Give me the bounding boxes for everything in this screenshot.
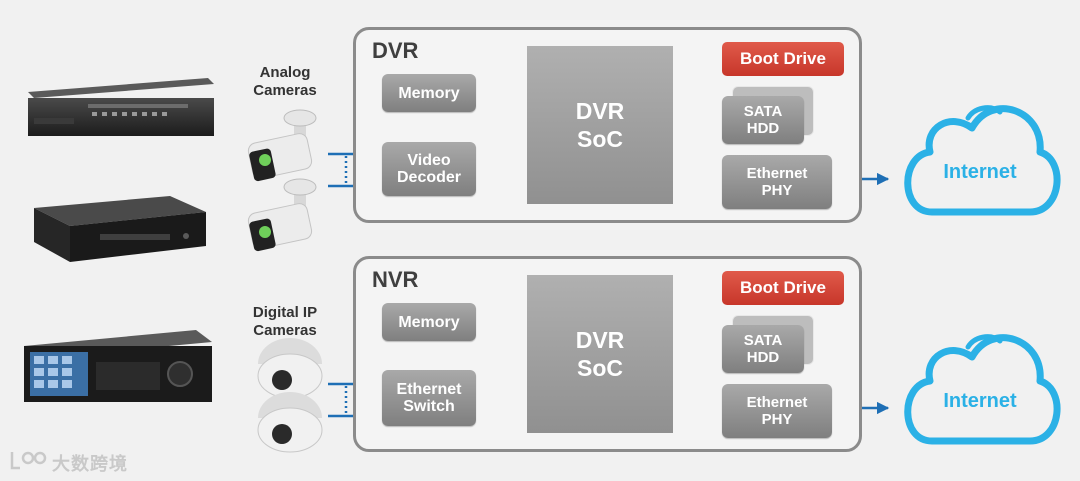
block-line: SoC [577,126,623,152]
block-line: PHY [761,411,793,428]
dvr-rack-device [28,78,214,136]
block-line: SoC [577,355,623,381]
block-line: Ethernet [746,394,808,411]
video-decoder-block: Video Decoder [382,142,476,196]
cloud-icon [904,334,1061,445]
block-line: Ethernet [396,381,462,398]
analog-cameras-label: Analog Cameras [230,64,340,100]
dome-camera-2 [257,392,323,453]
sata-hdd-block: SATA HDD [722,325,804,373]
block-line: SATA [743,103,783,120]
block-line: Video [407,152,451,169]
block-line: DVR [575,98,625,124]
memory-block: Memory [382,303,476,341]
ethernet-switch-block: Ethernet Switch [382,370,476,426]
dome-camera-1 [257,338,323,399]
block-line: Ethernet [746,165,808,182]
internet-label: Internet [943,161,1017,183]
nvr-soc-block: DVR SoC [527,275,673,433]
ethernet-phy-block: Ethernet PHY [722,155,832,209]
block-line: DVR [575,327,625,353]
memory-label: Memory [398,313,460,331]
memory-label: Memory [398,84,460,102]
memory-block: Memory [382,74,476,112]
dvr-desktop-device [34,196,206,262]
digital-cameras-label: Digital IP Cameras [230,304,340,340]
block-line: Decoder [396,169,462,186]
boot-drive-label: Boot Drive [740,278,826,297]
boot-drive-block: Boot Drive [722,42,844,76]
nvr-panel-title: NVR [372,267,419,292]
sata-hdd-block: SATA HDD [722,96,804,144]
label-line: Analog [259,64,311,81]
watermark-text: 大数跨境 [52,454,128,474]
analog-camera-2 [247,178,317,252]
dvr-panel-title: DVR [372,38,419,63]
boot-drive-block: Boot Drive [722,271,844,305]
block-line: SATA [743,332,783,349]
boot-drive-label: Boot Drive [740,49,826,68]
label-line: Cameras [253,322,317,339]
dvr-soc-block: DVR SoC [527,46,673,204]
block-line: Switch [403,398,455,415]
cloud-icon [904,105,1061,216]
nvr-device [24,330,212,402]
analog-camera-1 [247,109,317,182]
label-line: Cameras [253,82,317,99]
ethernet-phy-block: Ethernet PHY [722,384,832,438]
block-line: HDD [746,349,780,366]
label-line: Digital IP [252,304,318,321]
internet-label: Internet [943,390,1017,412]
block-line: HDD [746,120,780,137]
watermark-logo-icon [10,451,47,470]
block-line: PHY [761,182,793,199]
